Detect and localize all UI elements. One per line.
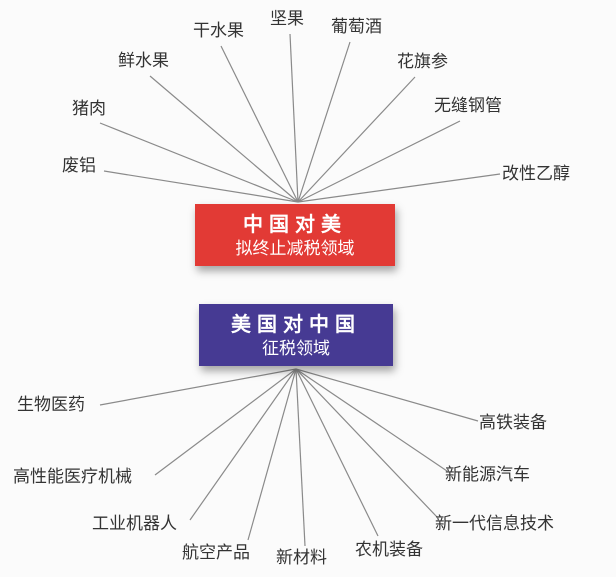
top-item-label: 废铝 bbox=[62, 156, 96, 176]
connector-line bbox=[189, 368, 297, 521]
bottom-item-label: 新一代信息技术 bbox=[435, 514, 554, 534]
connector-line bbox=[99, 368, 297, 406]
connector-line bbox=[220, 45, 299, 203]
connector-line bbox=[295, 368, 306, 547]
china-box-title: 中国对美 bbox=[243, 212, 347, 236]
bottom-item-label: 农机装备 bbox=[355, 540, 423, 560]
connector-line bbox=[99, 122, 299, 203]
connector-line bbox=[297, 173, 501, 203]
top-item-label: 坚果 bbox=[270, 9, 304, 29]
connector-line bbox=[295, 368, 479, 422]
connector-line bbox=[295, 368, 438, 518]
bottom-item-label: 生物医药 bbox=[17, 395, 85, 415]
bottom-item-label: 新能源汽车 bbox=[445, 465, 530, 485]
us-tariff-box: 美国对中国 征税领域 bbox=[199, 304, 393, 366]
bottom-item-label: 新材料 bbox=[276, 548, 327, 568]
top-item-label: 猪肉 bbox=[72, 99, 106, 119]
bottom-item-label: 工业机器人 bbox=[92, 514, 177, 534]
connector-line bbox=[295, 368, 448, 472]
connector-line bbox=[297, 120, 461, 203]
us-box-subtitle: 征税领域 bbox=[262, 339, 330, 359]
connector-line bbox=[297, 41, 351, 203]
bottom-item-label: 高铁装备 bbox=[479, 413, 547, 433]
top-item-label: 鲜水果 bbox=[118, 51, 169, 71]
top-item-label: 无缝钢管 bbox=[434, 96, 502, 116]
connector-line bbox=[289, 33, 299, 203]
bottom-item-label: 航空产品 bbox=[182, 543, 250, 563]
china-box-subtitle: 拟终止减税领域 bbox=[235, 239, 355, 259]
top-item-label: 葡萄酒 bbox=[331, 17, 382, 37]
top-item-label: 改性乙醇 bbox=[502, 164, 570, 184]
top-item-label: 干水果 bbox=[193, 21, 244, 41]
connector-line bbox=[297, 76, 416, 203]
connector-line bbox=[295, 368, 379, 537]
us-box-title: 美国对中国 bbox=[231, 312, 361, 336]
connector-line bbox=[247, 368, 297, 541]
bottom-item-label: 高性能医疗机械 bbox=[13, 467, 132, 487]
connector-line bbox=[149, 75, 299, 203]
china-tariff-box: 中国对美 拟终止减税领域 bbox=[195, 204, 395, 266]
top-item-label: 花旗参 bbox=[397, 52, 448, 72]
connector-line bbox=[154, 368, 297, 476]
connector-line bbox=[103, 170, 299, 203]
